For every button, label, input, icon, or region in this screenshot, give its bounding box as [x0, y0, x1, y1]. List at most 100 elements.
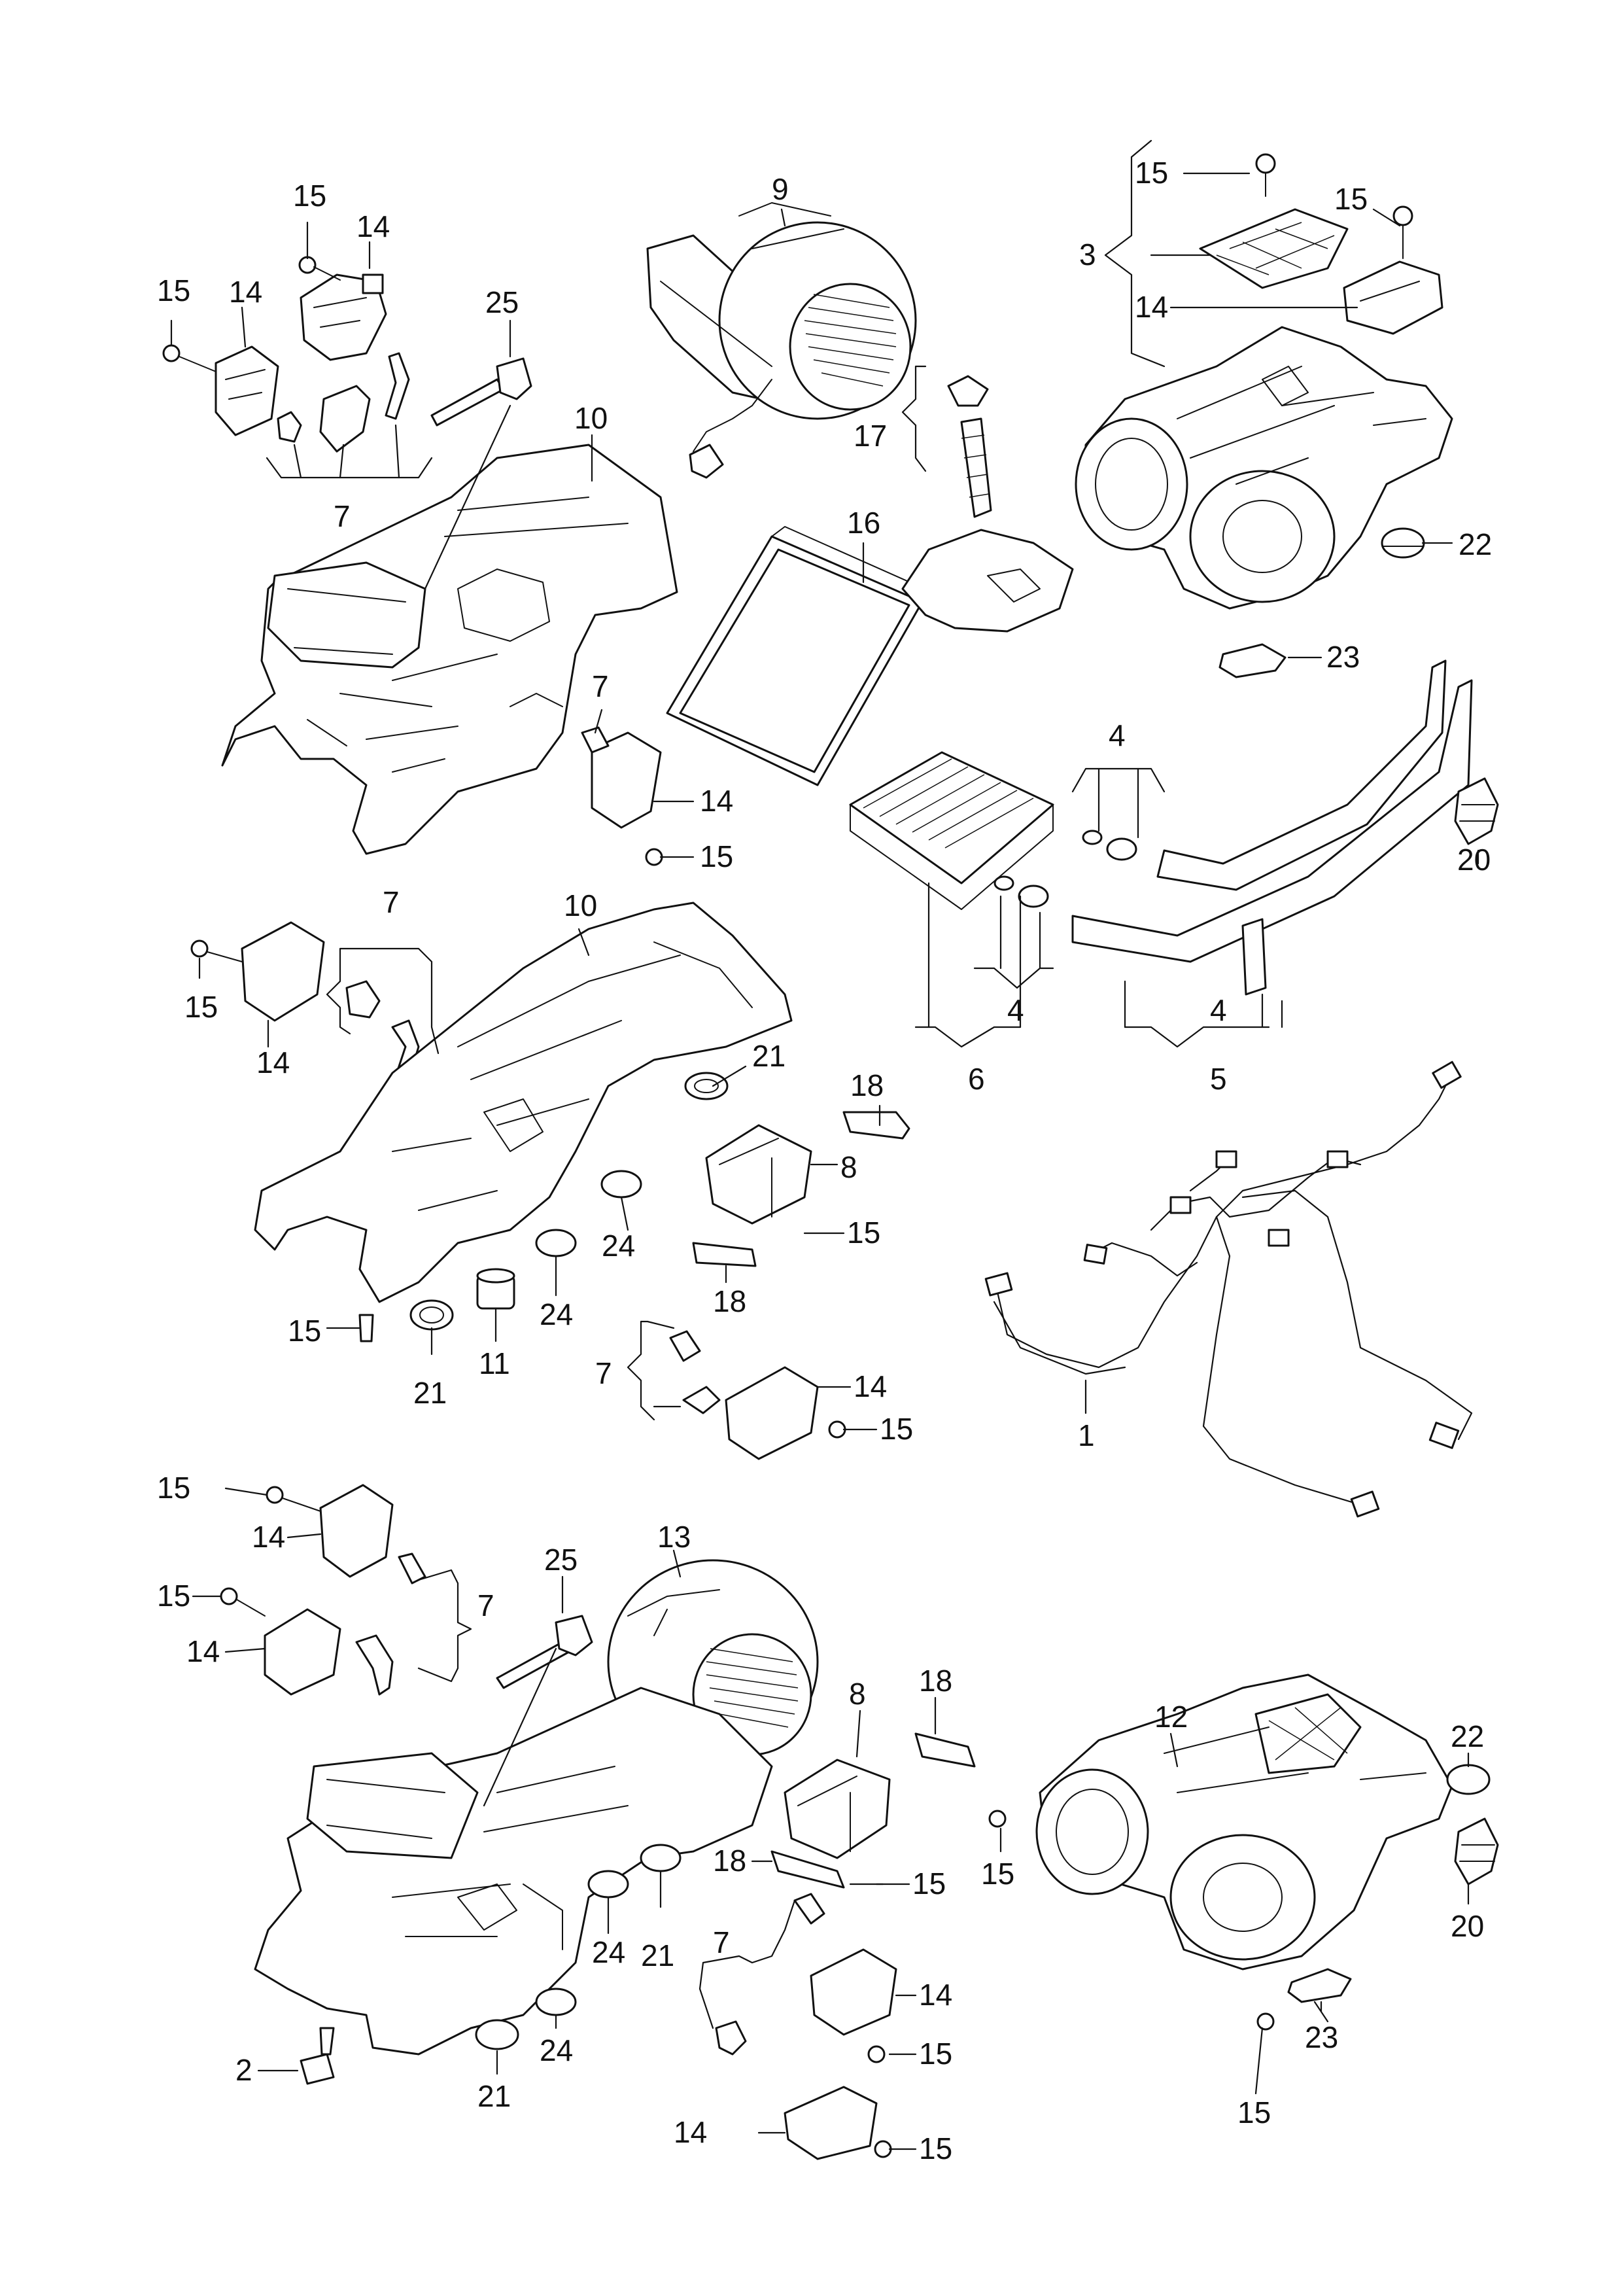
callout-21: 21 — [413, 1376, 447, 1410]
grommet-24-mid — [535, 1170, 642, 1257]
distribution-housing-top-right — [1075, 326, 1453, 610]
callout-23: 23 — [1326, 640, 1360, 674]
distribution-housing-12 — [1035, 1673, 1453, 1971]
callout-24: 24 — [540, 1297, 573, 1331]
callout-15: 15 — [1135, 156, 1168, 190]
callout-25: 25 — [485, 285, 519, 319]
callout-24: 24 — [602, 1229, 635, 1263]
callout-15: 15 — [981, 1857, 1014, 1891]
callout-14: 14 — [186, 1634, 220, 1668]
cover-23-bottom — [1287, 1968, 1352, 2003]
screw-15-bl — [358, 1314, 374, 1342]
callout-15: 15 — [919, 2037, 952, 2071]
callout-14: 14 — [919, 1978, 952, 2012]
sensor-25-top — [430, 357, 532, 427]
plug-20-bottom — [1454, 1817, 1499, 1885]
sensor-25-bottom — [496, 1615, 593, 1689]
callout-24: 24 — [540, 2033, 573, 2067]
plug-22-top — [1381, 527, 1425, 559]
grommets-bottom — [475, 1844, 682, 2050]
actuator-bottom-lower — [220, 1587, 341, 1696]
callout-10: 10 — [574, 401, 608, 435]
callout-14: 14 — [1135, 290, 1168, 324]
lever-set-7-bb — [715, 1893, 825, 2056]
callout-24: 24 — [592, 1935, 625, 1969]
callout-15: 15 — [919, 2131, 952, 2165]
callout-10: 10 — [564, 888, 597, 922]
coolant-pipes — [1071, 659, 1473, 996]
sensor-18-bottom-right — [914, 1732, 976, 1768]
callout-15: 15 — [157, 273, 190, 307]
callout-14: 14 — [854, 1369, 887, 1403]
fitting-17 — [947, 375, 992, 518]
callout-14: 14 — [229, 275, 262, 309]
callout-21: 21 — [641, 1938, 674, 1972]
screws-bottom-right — [988, 1810, 1275, 2031]
actuator-mid-left — [190, 921, 325, 1022]
seal-rings-4 — [993, 830, 1137, 908]
blower-motor-9 — [646, 202, 917, 479]
callout-22: 22 — [1459, 527, 1492, 561]
callout-3: 3 — [1079, 237, 1096, 272]
callout-21: 21 — [752, 1039, 786, 1073]
callout-13: 13 — [657, 1520, 691, 1554]
callout-4: 4 — [1210, 993, 1227, 1027]
callout-20: 20 — [1457, 843, 1491, 877]
heater-housing-13 — [254, 1687, 773, 2056]
callout-20: 20 — [1451, 1909, 1484, 1943]
actuator-mb — [725, 1366, 846, 1460]
callout-15: 15 — [847, 1216, 880, 1250]
actuator-8-mid — [705, 1124, 812, 1225]
callout-4: 4 — [1007, 993, 1024, 1027]
actuator-top-right — [1343, 205, 1443, 335]
wiring-harness-1 — [984, 1060, 1473, 1518]
callout-8: 8 — [849, 1677, 866, 1711]
callout-9: 9 — [772, 172, 789, 206]
callout-7: 7 — [595, 1356, 612, 1390]
callout-15: 15 — [293, 179, 326, 213]
cylinder-11 — [476, 1268, 515, 1310]
callout-6: 6 — [968, 1062, 985, 1096]
callout-7: 7 — [334, 499, 351, 533]
callout-12: 12 — [1154, 1700, 1188, 1734]
callout-labels: 15 14 15 14 25 7 10 9 17 16 15 15 3 14 2… — [157, 156, 1492, 2165]
actuator-left — [162, 344, 279, 436]
lever-set-7-mb — [669, 1330, 721, 1414]
callout-22: 22 — [1451, 1719, 1484, 1753]
callout-5: 5 — [1210, 1062, 1227, 1096]
callout-23: 23 — [1305, 2020, 1338, 2054]
callout-15: 15 — [184, 990, 218, 1024]
grommet-21-bl — [409, 1299, 454, 1331]
callout-2: 2 — [235, 2053, 252, 2087]
actuator-top-left — [298, 256, 387, 361]
heater-housing-10-top — [221, 444, 678, 855]
lever-set-7-bottom — [355, 1552, 426, 1696]
callout-17: 17 — [854, 419, 887, 453]
seal-plate-3 — [1199, 153, 1349, 289]
callout-21: 21 — [477, 2079, 511, 2113]
callout-18: 18 — [850, 1068, 884, 1102]
cover-23-top — [1218, 643, 1287, 678]
heater-core — [849, 751, 1054, 910]
plug-22-bottom — [1446, 1764, 1491, 1795]
sensor-18-mid-top — [842, 1111, 910, 1140]
heat-exchanger-16 — [666, 526, 1074, 786]
sensor-2 — [300, 2027, 335, 2085]
heater-housing-10-mid — [254, 902, 793, 1303]
callout-15: 15 — [1237, 2095, 1271, 2129]
callout-14: 14 — [674, 2115, 707, 2149]
callout-18: 18 — [713, 1284, 746, 1318]
callout-15: 15 — [1334, 182, 1368, 216]
callout-7: 7 — [477, 1588, 494, 1622]
lever-set-7-top — [277, 352, 410, 453]
leader-lines — [170, 139, 1479, 2150]
callout-16: 16 — [847, 506, 880, 540]
actuator-8-bottom — [784, 1759, 891, 1859]
callout-18: 18 — [713, 1844, 746, 1878]
callout-15: 15 — [288, 1314, 321, 1348]
callout-25: 25 — [544, 1543, 578, 1577]
callout-1: 1 — [1078, 1418, 1095, 1452]
sensor-18-mid-bottom — [692, 1242, 757, 1267]
actuator-bottom-upper — [266, 1484, 394, 1578]
